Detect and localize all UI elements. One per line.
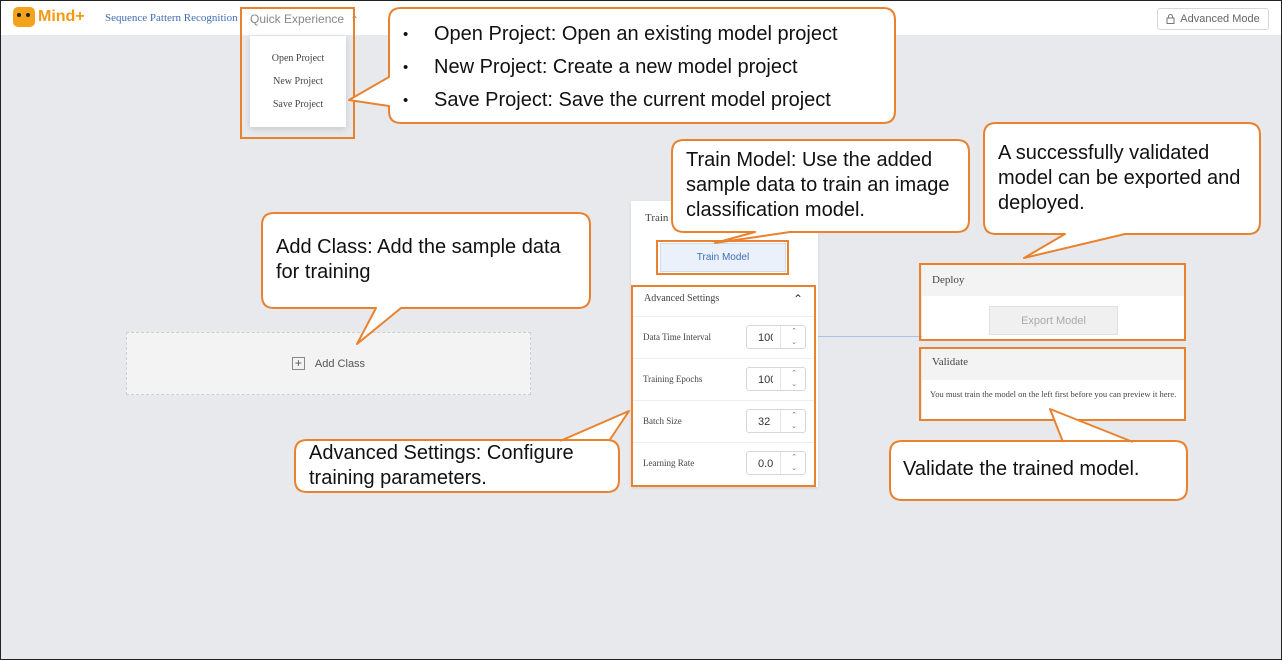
validate-title: Validate [932,356,969,368]
train-model-label: Train Model [696,252,750,263]
param-row-batch-size: Batch Size 32 ⌃⌄ [633,400,814,442]
param-label: Training Epochs [643,374,703,384]
stepper-down-icon[interactable]: ⌄ [791,423,797,430]
add-class-callout: Add Class: Add the sample data for train… [276,236,561,283]
stepper-up-icon[interactable]: ⌃ [791,370,797,377]
plus-box-icon: + [291,357,305,370]
advanced-settings-callout: Advanced Settings: Configure training pa… [309,442,574,489]
quick-experience-dropdown: Open Project New Project Save Project [250,36,346,127]
train-model-callout: Train Model: Use the added sample data t… [686,149,950,221]
add-class-label: Add Class [314,357,366,370]
param-value: 0.001 [758,458,773,470]
advanced-settings-header[interactable]: Advanced Settings [644,293,720,304]
menu-item-open-project[interactable]: Open Project [271,53,325,64]
callout-text: Open Project: Open an existing model pro… [434,23,838,45]
deploy-panel: Deploy Export Model [922,265,1185,340]
deploy-highlight [919,263,1186,341]
param-value: 32 [758,416,771,428]
param-row-data-time-interval: Data Time Interval 100 ⌃⌄ [633,316,814,358]
data-time-interval-input[interactable]: 100 ⌃⌄ [746,325,806,349]
validate-message: You must train the model on the left fir… [930,389,1177,399]
advanced-mode-button[interactable]: Advanced Mode [1157,8,1269,30]
validate-callout: Validate the trained model. [903,458,1140,480]
param-value: 100 [758,374,773,386]
param-row-training-epochs: Training Epochs 100 ⌃⌄ [633,358,814,400]
stepper[interactable]: ⌃⌄ [780,326,806,348]
mind-plus-logo-icon [13,7,35,27]
project-menu-callout: •Open Project: Open an existing model pr… [403,18,838,117]
stepper[interactable]: ⌃⌄ [780,452,806,474]
menu-item-new-project[interactable]: New Project [273,76,323,87]
stepper-down-icon[interactable]: ⌄ [791,381,797,388]
callout-bubble-projects [348,7,896,124]
stepper[interactable]: ⌃⌄ [780,410,806,432]
training-epochs-input[interactable]: 100 ⌃⌄ [746,367,806,391]
train-model-button[interactable]: Train Model [660,243,786,272]
validate-panel: Validate You must train the model on the… [922,349,1185,419]
logo-text: Mind+ [38,8,85,25]
advanced-settings-highlight [631,285,816,487]
export-model-label: Export Model [1021,314,1086,327]
callout-text: New Project: Create a new model project [434,56,798,78]
validate-header: Validate [922,349,1185,380]
callout-bubble-train-model [671,139,970,244]
project-name[interactable]: Sequence Pattern Recognition [105,12,238,24]
callout-bullet: •Save Project: Save the current model pr… [403,89,831,111]
param-value: 100 [758,332,773,344]
param-label: Data Time Interval [643,332,711,342]
advanced-mode-label: Advanced Mode [1180,13,1260,25]
stepper-down-icon[interactable]: ⌄ [791,465,797,472]
connector-line [818,336,922,337]
stepper-up-icon[interactable]: ⌃ [791,328,797,335]
deploy-title: Deploy [932,274,965,286]
dropdown-highlight [240,7,355,139]
deploy-header: Deploy [922,265,1185,296]
lock-icon [1166,14,1175,24]
app-logo: Mind+ [13,7,85,27]
stepper[interactable]: ⌃⌄ [780,368,806,390]
quick-experience-label: Quick Experience [250,12,345,26]
export-callout: A successfully validated model can be ex… [998,142,1241,214]
export-model-button[interactable]: Export Model [989,306,1118,335]
validate-highlight [919,347,1186,421]
batch-size-input[interactable]: 32 ⌃⌄ [746,409,806,433]
callout-text: Save Project: Save the current model pro… [434,89,831,111]
param-label: Batch Size [643,416,682,426]
stepper-down-icon[interactable]: ⌄ [791,339,797,346]
menu-item-save-project[interactable]: Save Project [272,99,324,110]
param-row-learning-rate: Learning Rate 0.001 ⌃⌄ [633,442,814,484]
param-label: Learning Rate [643,458,695,468]
chevron-up-icon[interactable]: ⌃ [793,292,804,306]
stepper-up-icon[interactable]: ⌃ [791,412,797,419]
train-panel-title: Train [645,212,669,224]
stepper-up-icon[interactable]: ⌃ [791,454,797,461]
add-class-button[interactable]: + Add Class [126,332,531,395]
callout-bubble-add-class [261,212,591,345]
callout-bullet: •Open Project: Open an existing model pr… [403,23,838,45]
callout-bullet: •New Project: Create a new model project [403,56,798,78]
learning-rate-input[interactable]: 0.001 ⌃⌄ [746,451,806,475]
callout-bubble-export [983,122,1261,259]
